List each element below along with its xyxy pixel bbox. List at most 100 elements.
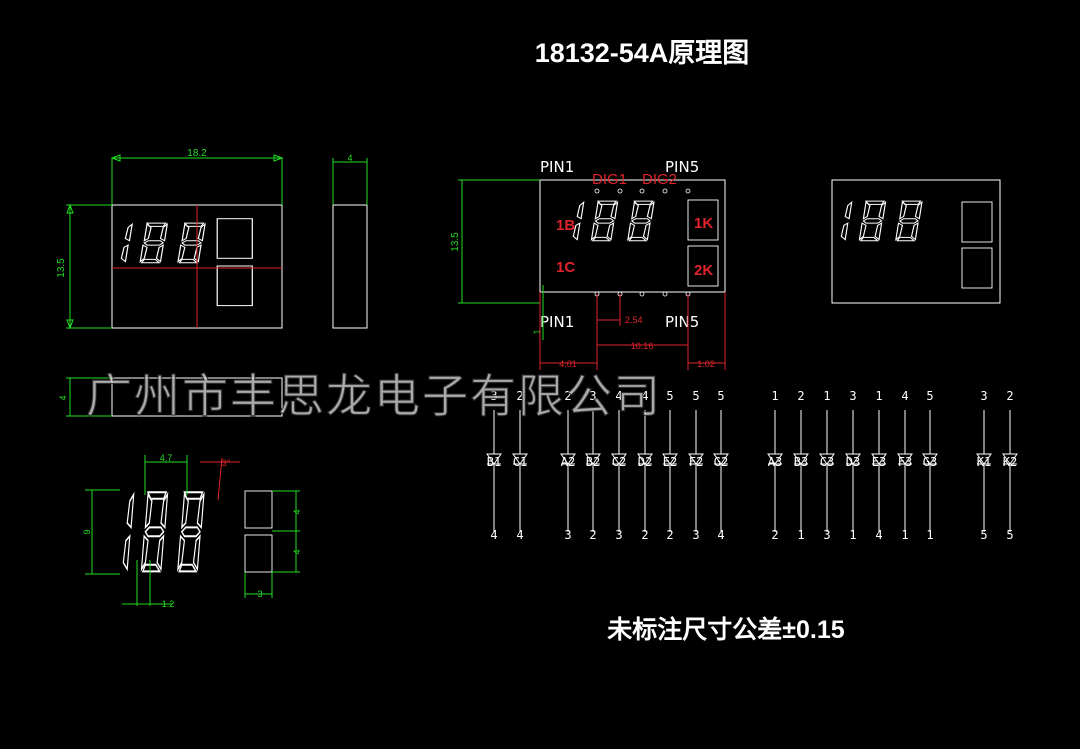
pin-span-dim: 10.16 bbox=[631, 341, 654, 351]
diode-top-pin: 2 bbox=[564, 389, 571, 403]
diode-segment-name: K2 bbox=[1003, 455, 1017, 469]
diode-bottom-pin: 2 bbox=[666, 528, 673, 542]
diode-top-pin: 1 bbox=[771, 389, 778, 403]
detail-view: 4.7 3° 9 1.2 4 4 3 bbox=[82, 453, 302, 609]
label-1c: 1C bbox=[556, 259, 575, 276]
diode-segment-name: B3 bbox=[794, 455, 808, 469]
diode-bottom-pin: 1 bbox=[797, 528, 804, 542]
side-depth-dim: 4 bbox=[347, 153, 352, 163]
diode-bottom-pin: 2 bbox=[771, 528, 778, 542]
label-1k: 1K bbox=[694, 215, 713, 232]
diode-symbol bbox=[713, 409, 729, 533]
detail-box-h1-dim: 4 bbox=[292, 509, 302, 514]
diode-top-pin: 2 bbox=[516, 389, 523, 403]
pin5-top-label: PIN5 bbox=[665, 158, 699, 176]
tolerance-note: 未标注尺寸公差±0.15 bbox=[607, 615, 844, 644]
detail-height-dim: 9 bbox=[82, 529, 92, 534]
dig2-label: DIG2 bbox=[642, 171, 677, 188]
diode-segment-name: B1 bbox=[487, 455, 501, 469]
diode-bottom-pin: 1 bbox=[849, 528, 856, 542]
diode-segment-name: K1 bbox=[977, 455, 991, 469]
diode-segment-name: F3 bbox=[898, 455, 912, 469]
diode-top-pin: 3 bbox=[980, 389, 987, 403]
diode-b2: 3B2 2 bbox=[585, 389, 601, 542]
diode-symbol bbox=[486, 409, 502, 533]
diode-symbol bbox=[976, 409, 992, 533]
diode-top-pin: 5 bbox=[717, 389, 724, 403]
diode-symbol bbox=[560, 409, 576, 533]
diode-segment-name: G3 bbox=[923, 455, 937, 469]
diode-k2: 2K2 5 bbox=[1002, 389, 1018, 542]
diode-a3: 1A3 2 bbox=[767, 389, 783, 542]
diode-bottom-pin: 5 bbox=[1006, 528, 1013, 542]
diode-bottom-pin: 1 bbox=[901, 528, 908, 542]
diode-top-pin: 4 bbox=[901, 389, 908, 403]
pin-view: PIN1 PIN5 PIN1 PIN5 DIG1 DIG2 1B 1C 1K 2… bbox=[450, 158, 726, 370]
diode-bottom-pin: 1 bbox=[926, 528, 933, 542]
diode-bottom-pin: 3 bbox=[615, 528, 622, 542]
diode-bottom-pin: 4 bbox=[717, 528, 724, 542]
front-width-dim: 18.2 bbox=[187, 148, 207, 159]
diode-schematic: 3B142C142A233B224C234D225E225F235G241A32… bbox=[486, 389, 1018, 542]
diode-top-pin: 4 bbox=[615, 389, 622, 403]
diode-top-pin: 2 bbox=[797, 389, 804, 403]
pin-height-dim: 13.5 bbox=[450, 232, 461, 252]
diode-top-pin: 1 bbox=[875, 389, 882, 403]
label-2k: 2K bbox=[694, 262, 713, 279]
right-view bbox=[831, 179, 1001, 304]
pin1-top-label: PIN1 bbox=[540, 158, 574, 176]
detail-box-h2-dim: 4 bbox=[292, 549, 302, 554]
diode-symbol bbox=[585, 409, 601, 533]
diode-d3: 3D3 1 bbox=[845, 389, 861, 542]
diode-top-pin: 2 bbox=[1006, 389, 1013, 403]
diode-top-pin: 3 bbox=[490, 389, 497, 403]
detail-slant-dim: 3° bbox=[222, 458, 231, 468]
diode-symbol bbox=[871, 409, 887, 533]
diode-bottom-pin: 4 bbox=[875, 528, 882, 542]
diode-segment-name: A3 bbox=[768, 455, 782, 469]
pin5-bottom-label: PIN5 bbox=[665, 313, 699, 331]
diode-g2: 5G2 4 bbox=[713, 389, 729, 542]
diode-symbol bbox=[767, 409, 783, 533]
diode-bottom-pin: 3 bbox=[823, 528, 830, 542]
diode-symbol bbox=[793, 409, 809, 533]
diode-segment-name: E2 bbox=[663, 455, 677, 469]
detail-box-w-dim: 3 bbox=[257, 589, 262, 599]
diode-bottom-pin: 2 bbox=[589, 528, 596, 542]
diode-top-pin: 5 bbox=[926, 389, 933, 403]
diode-symbol bbox=[845, 409, 861, 533]
diode-segment-name: B2 bbox=[586, 455, 600, 469]
diode-symbol bbox=[611, 409, 627, 533]
diode-symbol bbox=[922, 409, 938, 533]
pin-pitch-dim: 2.54 bbox=[625, 315, 643, 325]
diode-segment-name: D3 bbox=[846, 455, 860, 469]
pin-small-dim: 1 bbox=[532, 329, 542, 334]
pin-offset-left-dim: 4.01 bbox=[559, 359, 577, 369]
diode-symbol bbox=[637, 409, 653, 533]
dig1-label: DIG1 bbox=[592, 171, 627, 188]
diode-symbol bbox=[512, 409, 528, 533]
diode-top-pin: 3 bbox=[589, 389, 596, 403]
diode-bottom-pin: 4 bbox=[516, 528, 523, 542]
diode-segment-name: G2 bbox=[714, 455, 728, 469]
label-1b: 1B bbox=[556, 217, 575, 234]
page-title: 18132-54A原理图 bbox=[535, 38, 750, 68]
side-view: 4 bbox=[332, 153, 368, 329]
diode-symbol bbox=[1002, 409, 1018, 533]
pin-offset-right-dim: 1.02 bbox=[697, 359, 715, 369]
diode-segment-name: A2 bbox=[561, 455, 575, 469]
diode-segment-name: C2 bbox=[612, 455, 626, 469]
diode-top-pin: 4 bbox=[641, 389, 648, 403]
diode-g3: 5G3 1 bbox=[922, 389, 938, 542]
diode-segment-name: D2 bbox=[638, 455, 652, 469]
diode-top-pin: 3 bbox=[849, 389, 856, 403]
pin1-bottom-label: PIN1 bbox=[540, 313, 574, 331]
